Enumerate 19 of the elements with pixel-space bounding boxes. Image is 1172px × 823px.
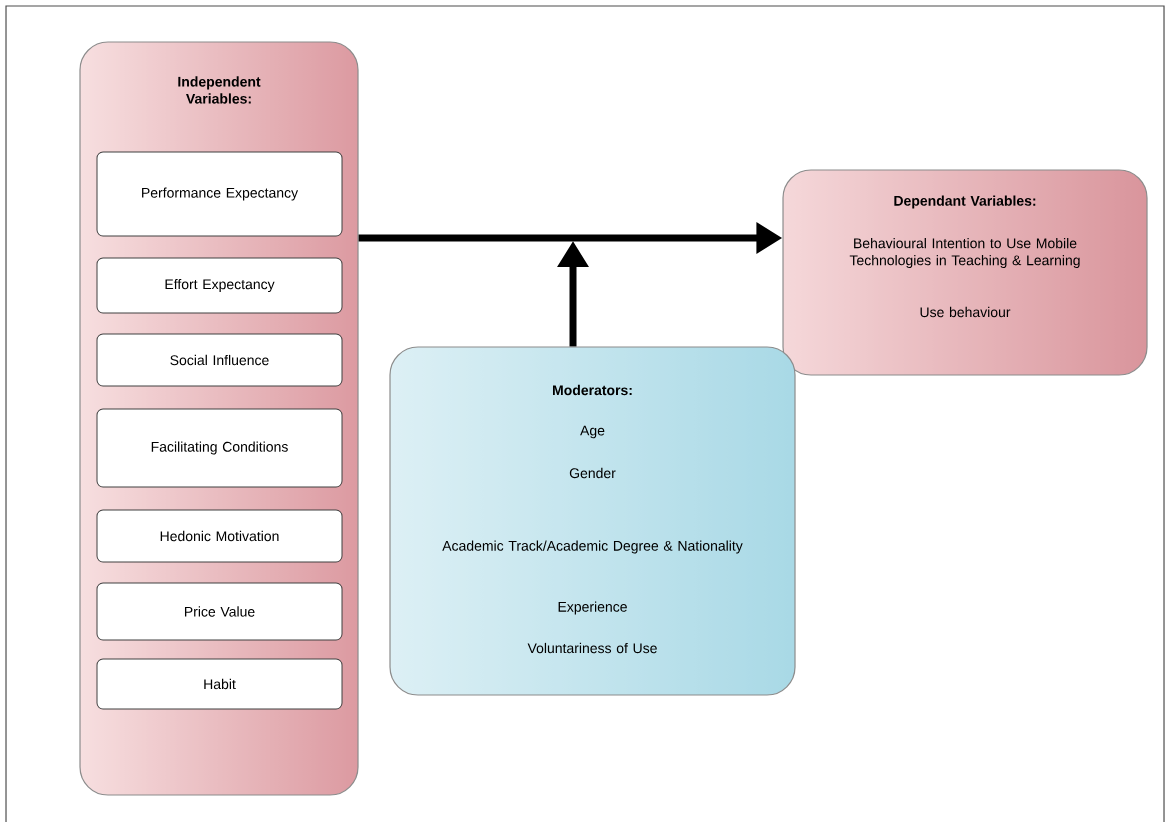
box-text: Gender	[569, 467, 616, 479]
box-text: Academic Track/Academic Degree & Nationality	[442, 540, 743, 554]
variable-box: Effort Expectancy	[96, 257, 343, 314]
variable-box: Hedonic Motivation	[96, 509, 343, 563]
box-text: Age	[580, 425, 605, 439]
box-text: Use behaviour	[920, 306, 1011, 318]
box-text: Behavioural Intention to Use Mobile Technologies in Teaching & Learning	[849, 238, 1080, 269]
box-heading: Independent Variables:	[178, 76, 261, 104]
variable-box: Facilitating Conditions	[96, 408, 343, 488]
box-text: Voluntariness of Use	[527, 642, 657, 654]
box-heading: Moderators:	[553, 384, 632, 396]
box-text: Experience	[558, 601, 627, 615]
variable-box: Social Influence	[96, 333, 343, 387]
variable-box: Performance Expectancy	[96, 151, 343, 237]
box-heading: Dependant Variables:	[894, 195, 1036, 209]
variables-box	[782, 169, 1148, 376]
moderators-box	[389, 346, 796, 696]
variable-box: Habit	[96, 658, 343, 710]
variable-box: Price Value	[96, 582, 343, 641]
